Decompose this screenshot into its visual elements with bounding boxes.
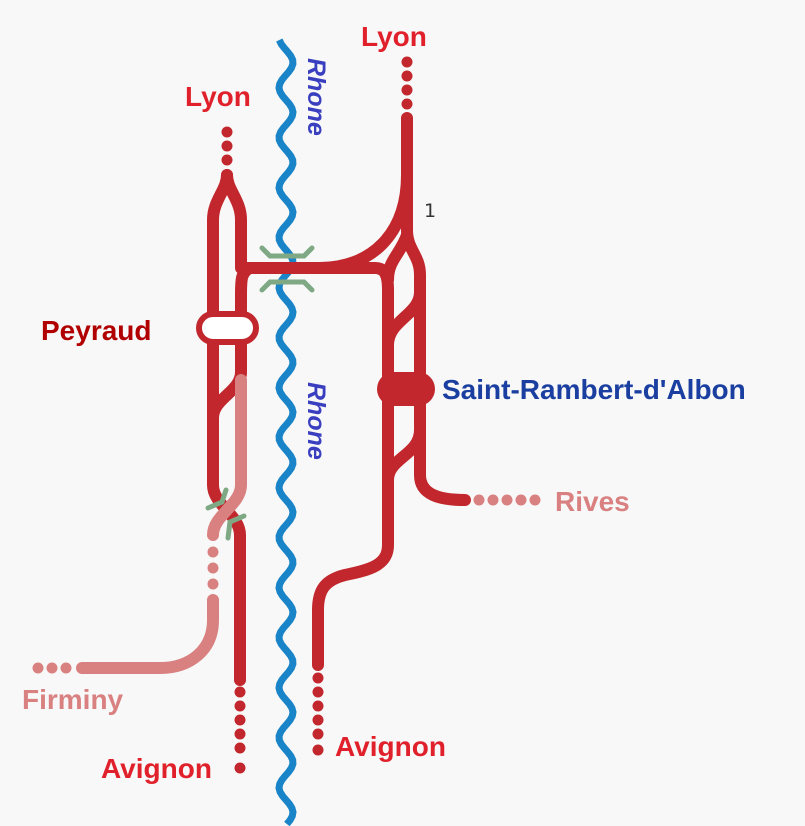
- peyraud-station-icon[interactable]: [196, 311, 259, 345]
- line-dot: [501, 494, 513, 506]
- line-dot: [234, 728, 246, 740]
- river-label-rhone-top: Rhone: [302, 58, 330, 136]
- line-dot: [401, 70, 413, 82]
- bridge-icons: [205, 245, 315, 541]
- line-dot: [473, 494, 485, 506]
- line-dot: [46, 662, 58, 674]
- bridge-icon: [259, 245, 315, 259]
- track-lyon-left-split: [207, 169, 246, 686]
- line-dot: [234, 714, 246, 726]
- line-dot: [221, 154, 233, 166]
- line-dot: [207, 578, 219, 590]
- line-number-label: 1: [424, 200, 437, 222]
- terminus-label-avignon-right: Avignon: [335, 731, 446, 762]
- line-dot: [234, 742, 246, 754]
- line-dot: [401, 98, 413, 110]
- track-firminy: [76, 374, 247, 674]
- dotted-extensions: [32, 56, 541, 774]
- station-label-peyraud: Peyraud: [41, 315, 152, 346]
- track-branch: [382, 229, 413, 286]
- track-arc: [314, 169, 413, 274]
- line-dot: [234, 700, 246, 712]
- line-dot: [312, 672, 324, 684]
- line-dot: [401, 56, 413, 68]
- line-dot: [32, 662, 44, 674]
- line-dot: [312, 714, 324, 726]
- line-dot: [487, 494, 499, 506]
- line-dot: [60, 662, 72, 674]
- line-dot: [312, 728, 324, 740]
- line-dot: [312, 744, 324, 756]
- terminus-label-lyon-left: Lyon: [185, 81, 251, 112]
- station-label-saint-rambert: Saint-Rambert-d'Albon: [442, 374, 746, 405]
- line-dot: [221, 140, 233, 152]
- bridge-icon: [225, 513, 247, 541]
- line-dot: [312, 686, 324, 698]
- track-left-inner: [221, 169, 247, 274]
- track-horizontal: [239, 262, 394, 671]
- line-dot: [207, 546, 219, 558]
- crossover-right-1: [382, 286, 426, 351]
- terminus-label-avignon-left: Avignon: [101, 753, 212, 784]
- line-dot: [207, 562, 219, 574]
- line-dot: [312, 700, 324, 712]
- bridge-icon: [205, 487, 229, 511]
- terminus-label-firminy: Firminy: [22, 684, 124, 715]
- rhone-river: [275, 38, 297, 826]
- line-dot: [401, 84, 413, 96]
- line-dot: [234, 686, 246, 698]
- line-dot: [529, 494, 541, 506]
- crossover-right-2: [382, 424, 426, 486]
- terminus-label-rives: Rives: [555, 486, 630, 517]
- line-dot: [234, 762, 246, 774]
- line-dot: [221, 126, 233, 138]
- terminus-label-lyon-right: Lyon: [361, 21, 427, 52]
- saint-rambert-station-icon[interactable]: [377, 372, 435, 406]
- bridge-icon: [259, 279, 315, 293]
- line-dot: [515, 494, 527, 506]
- river-label-rhone-bottom: Rhone: [302, 382, 330, 460]
